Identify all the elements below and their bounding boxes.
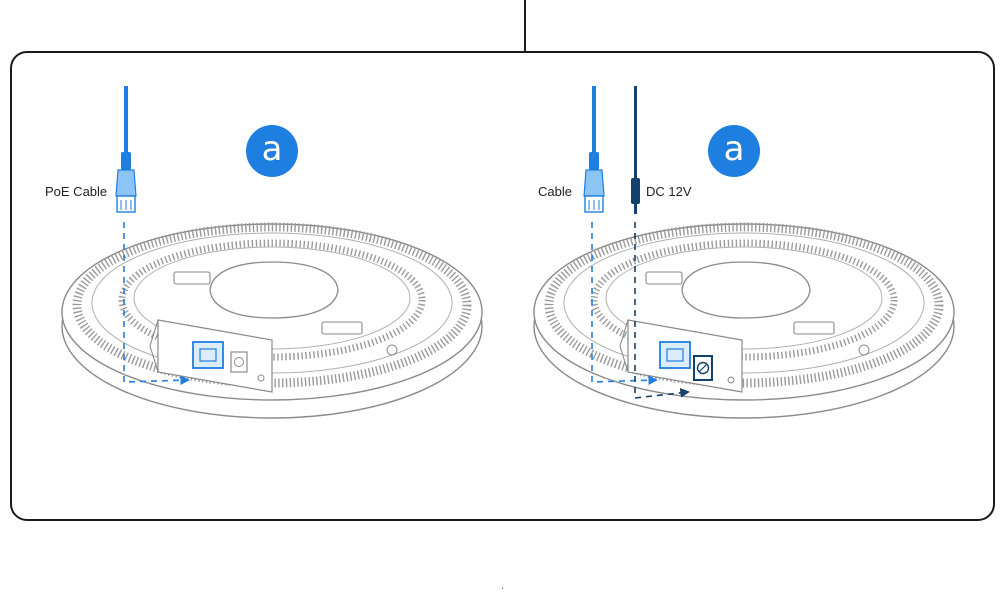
ethernet-port-icon [659,341,691,369]
dc-cable-path-right [634,222,690,399]
footer-mark: · [501,584,505,595]
poe-cable-left [115,86,137,213]
poe-cable-label: PoE Cable [45,184,108,199]
poe-cable-path-left [123,222,190,386]
cable-label: Cable [538,184,572,199]
dc-12v-label: DC 12V [646,184,692,199]
dc-jack-icon [230,351,248,373]
dc-power-cable-right [631,86,640,214]
step-badge-left: a [246,125,298,177]
reset-hole-icon [257,374,265,382]
access-point-right [533,222,955,419]
access-point-left [61,222,483,419]
ethernet-port-icon [192,341,224,369]
reset-hole-icon [727,376,735,384]
step-badge-right: a [708,125,760,177]
ethernet-cable-right [583,86,605,213]
